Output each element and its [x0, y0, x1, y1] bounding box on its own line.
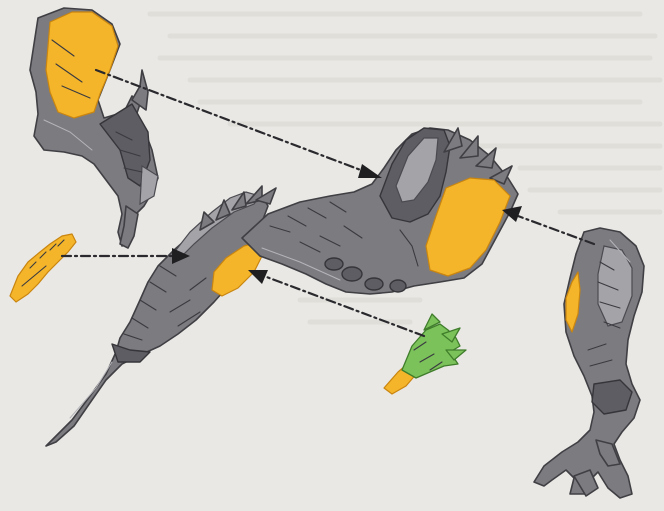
assembly-diagram: [0, 0, 664, 511]
diagram-canvas: [0, 0, 664, 511]
